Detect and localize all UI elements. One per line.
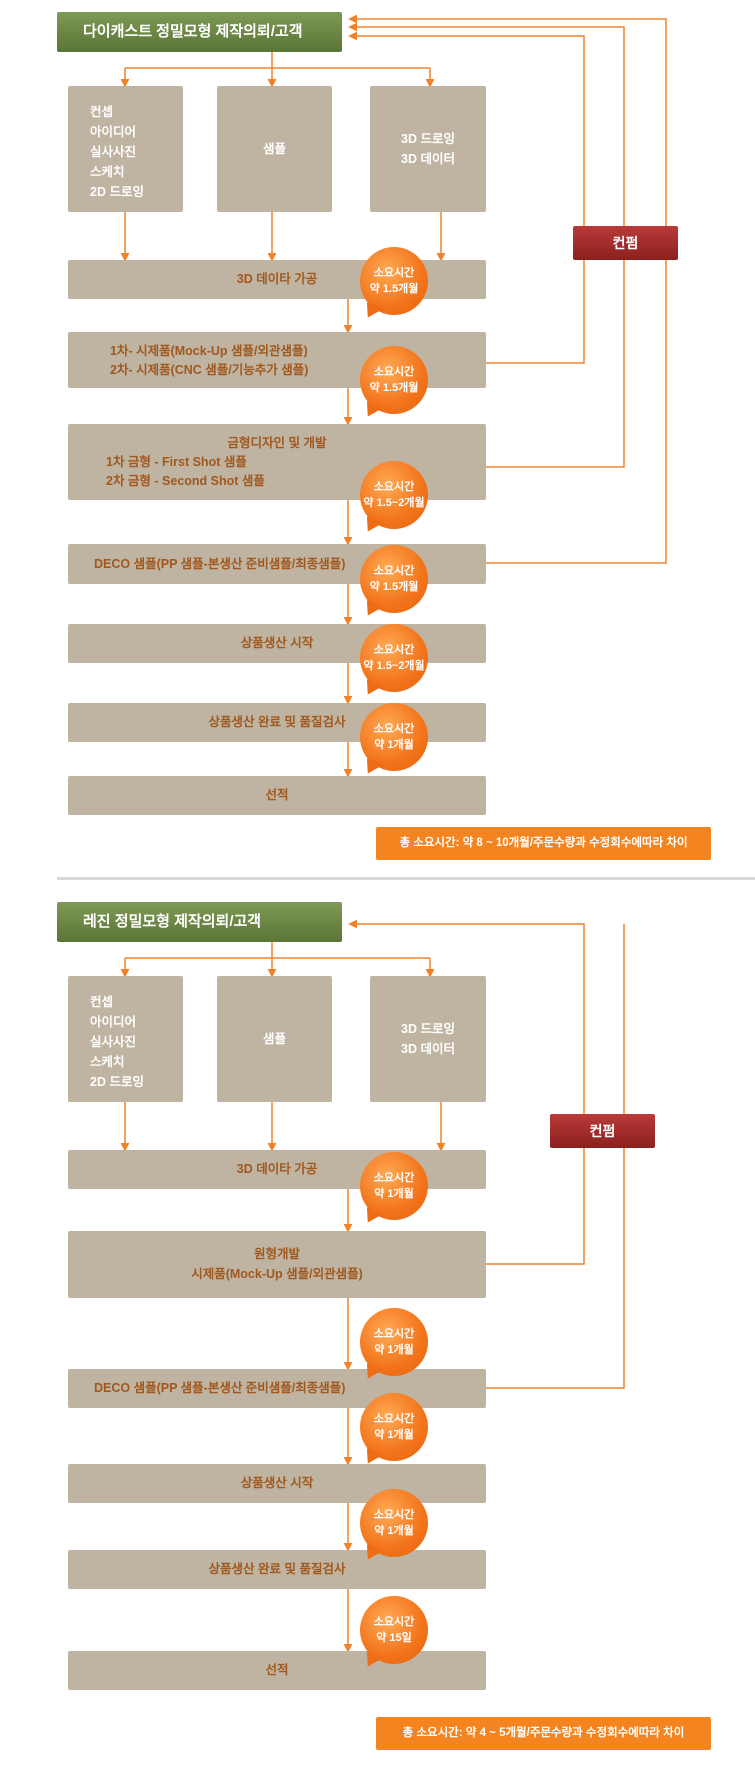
step-line: 1차 금형 - First Shot 샘플 xyxy=(106,455,247,469)
step-line: 2차 금형 - Second Shot 샘플 xyxy=(106,474,265,488)
duration-bubble: 소요시간 약 1개월 xyxy=(360,1308,428,1376)
bubble-label: 소요시간 xyxy=(373,565,415,577)
source-item: 3D 드로잉 xyxy=(401,132,455,146)
source-item: 스케치 xyxy=(90,165,125,179)
bubble-label: 소요시간 xyxy=(373,1509,415,1521)
source-item: 아이디어 xyxy=(90,125,137,139)
bubble-label: 소요시간 xyxy=(373,1413,415,1425)
step-mold: 금형디자인 및 개발 1차 금형 - First Shot 샘플 2차 금형 -… xyxy=(68,424,486,500)
total-duration: 총 소요시간: 약 4 ~ 5개월/주문수량과 수정회수에따라 차이 xyxy=(376,1717,711,1750)
source-3d: 3D 드로잉 3D 데이터 xyxy=(370,86,486,212)
bubble-value: 약 1.5~2개월 xyxy=(363,497,425,509)
duration-bubble: 소요시간 약 1.5개월 xyxy=(360,346,428,414)
duration-bubble: 소요시간 약 1개월 xyxy=(360,1393,428,1461)
bubble-value: 약 1.5개월 xyxy=(369,382,419,394)
section-divider xyxy=(57,877,755,880)
step-shipping: 선적 xyxy=(68,776,486,815)
step-line: 시제품(Mock-Up 샘플/외관샘플) xyxy=(191,1267,363,1281)
bubble-value: 약 1.5개월 xyxy=(369,581,419,593)
source-item: 실사사진 xyxy=(90,145,137,159)
bubble-label: 소요시간 xyxy=(373,644,415,656)
step-line: 원형개발 xyxy=(253,1247,300,1261)
bubble-value: 약 1개월 xyxy=(374,1525,414,1537)
duration-bubble: 소요시간 약 1개월 xyxy=(360,703,428,771)
bubble-value: 약 1개월 xyxy=(374,1344,414,1356)
bubble-label: 소요시간 xyxy=(373,1172,415,1184)
bubble-label: 소요시간 xyxy=(373,481,415,493)
bubble-label: 소요시간 xyxy=(373,1616,415,1628)
source-item: 3D 데이터 xyxy=(401,1042,455,1056)
source-concepts: 컨셉 아이디어 실사사진 스케치 2D 드로잉 xyxy=(68,86,183,212)
source-sample: 샘플 xyxy=(217,976,332,1102)
bubble-label: 소요시간 xyxy=(373,723,415,735)
resin-process-section: 레진 정밀모형 제작의뢰/고객 컨셉 아이디어 실사사진 스케치 2D 드로잉 … xyxy=(0,890,755,1776)
source-item: 샘플 xyxy=(262,1032,286,1046)
bubble-value: 약 1.5개월 xyxy=(369,283,419,295)
bubble-value: 약 15일 xyxy=(376,1632,412,1644)
source-item: 실사사진 xyxy=(90,1035,137,1049)
source-sample: 샘플 xyxy=(217,86,332,212)
step-line: 2차- 시제품(CNC 샘플/기능추가 샘플) xyxy=(110,363,309,377)
bubble-value: 약 1개월 xyxy=(374,739,414,751)
source-concepts: 컨셉 아이디어 실사사진 스케치 2D 드로잉 xyxy=(68,976,183,1102)
source-item: 3D 데이터 xyxy=(401,152,455,166)
section-title: 레진 정밀모형 제작의뢰/고객 xyxy=(57,902,342,942)
duration-bubble: 소요시간 약 15일 xyxy=(360,1596,428,1664)
source-item: 컨셉 xyxy=(90,105,114,119)
step-inspection: 상품생산 완료 및 품질검사 xyxy=(68,1550,486,1589)
source-item: 컨셉 xyxy=(90,995,114,1009)
duration-bubble: 소요시간 약 1.5~2개월 xyxy=(360,624,428,692)
diecast-process-section: 다이캐스트 정밀모형 제작의뢰/고객 컨셉 아이디어 실사사진 스케치 2D 드… xyxy=(0,0,755,880)
source-item: 샘플 xyxy=(262,142,286,156)
source-item: 아이디어 xyxy=(90,1015,137,1029)
bubble-label: 소요시간 xyxy=(373,267,415,279)
bubble-value: 약 1개월 xyxy=(374,1188,414,1200)
bubble-value: 약 1.5~2개월 xyxy=(363,660,425,672)
step-line: 금형디자인 및 개발 xyxy=(227,436,327,450)
bubble-label: 소요시간 xyxy=(373,366,415,378)
source-3d: 3D 드로잉 3D 데이터 xyxy=(370,976,486,1102)
source-item: 2D 드로잉 xyxy=(90,185,144,199)
confirm-badge: 컨펌 xyxy=(573,226,678,260)
section-title: 다이캐스트 정밀모형 제작의뢰/고객 xyxy=(57,12,342,52)
duration-bubble: 소요시간 약 1.5~2개월 xyxy=(360,461,428,529)
source-item: 3D 드로잉 xyxy=(401,1022,455,1036)
step-deco: DECO 샘플(PP 샘플-본생산 준비샘플/최종샘플) xyxy=(68,1369,486,1408)
step-production: 상품생산 시작 xyxy=(68,1464,486,1503)
source-item: 스케치 xyxy=(90,1055,125,1069)
bubble-value: 약 1개월 xyxy=(374,1429,414,1441)
bubble-label: 소요시간 xyxy=(373,1328,415,1340)
duration-bubble: 소요시간 약 1개월 xyxy=(360,1152,428,1220)
step-shipping: 선적 xyxy=(68,1651,486,1690)
step-line: 1차- 시제품(Mock-Up 샘플/외관샘플) xyxy=(110,344,308,358)
duration-bubble: 소요시간 약 1개월 xyxy=(360,1489,428,1557)
confirm-badge: 컨펌 xyxy=(550,1114,655,1148)
duration-bubble: 소요시간 약 1.5개월 xyxy=(360,247,428,315)
total-duration: 총 소요시간: 약 8 ~ 10개월/주문수량과 수정회수에따라 차이 xyxy=(376,827,711,860)
duration-bubble: 소요시간 약 1.5개월 xyxy=(360,545,428,613)
source-item: 2D 드로잉 xyxy=(90,1075,144,1089)
step-prototype: 원형개발 시제품(Mock-Up 샘플/외관샘플) xyxy=(68,1231,486,1298)
